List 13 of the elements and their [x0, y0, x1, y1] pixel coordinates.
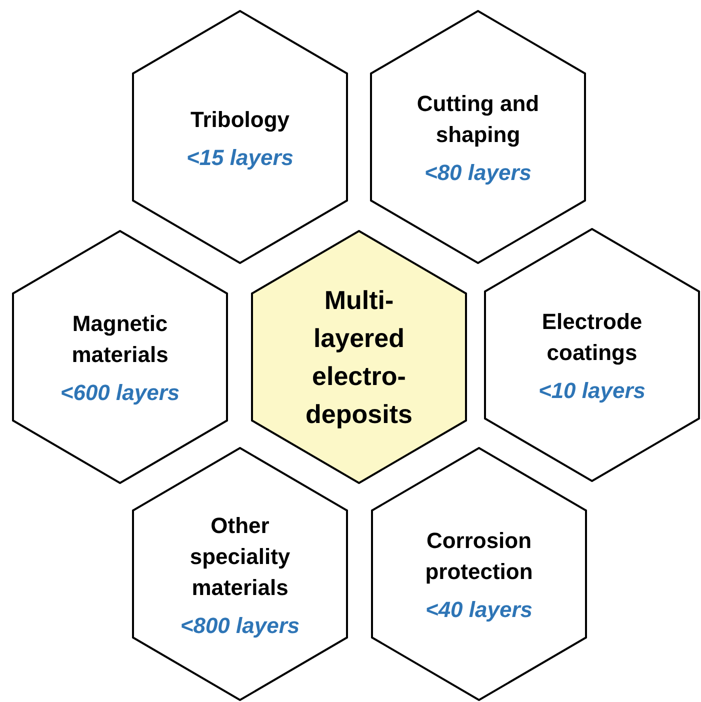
- center-title: Multi-layered electro-deposits: [304, 284, 414, 431]
- layer-count: <40 layers: [425, 597, 533, 623]
- topic-label: Corrosion protection: [424, 527, 534, 586]
- layer-count: <10 layers: [538, 378, 646, 404]
- layer-count: <600 layers: [60, 380, 180, 406]
- layer-count: <80 layers: [424, 160, 532, 186]
- topic-label: Magnetic materials: [70, 310, 170, 369]
- topic-label: Other speciality materials: [188, 512, 292, 602]
- topic-label: Electrode coatings: [540, 308, 644, 367]
- layer-count: <15 layers: [186, 144, 294, 170]
- topic-label: Cutting and shaping: [416, 90, 540, 149]
- topic-label: Tribology: [190, 106, 290, 134]
- layer-count: <800 layers: [180, 612, 300, 638]
